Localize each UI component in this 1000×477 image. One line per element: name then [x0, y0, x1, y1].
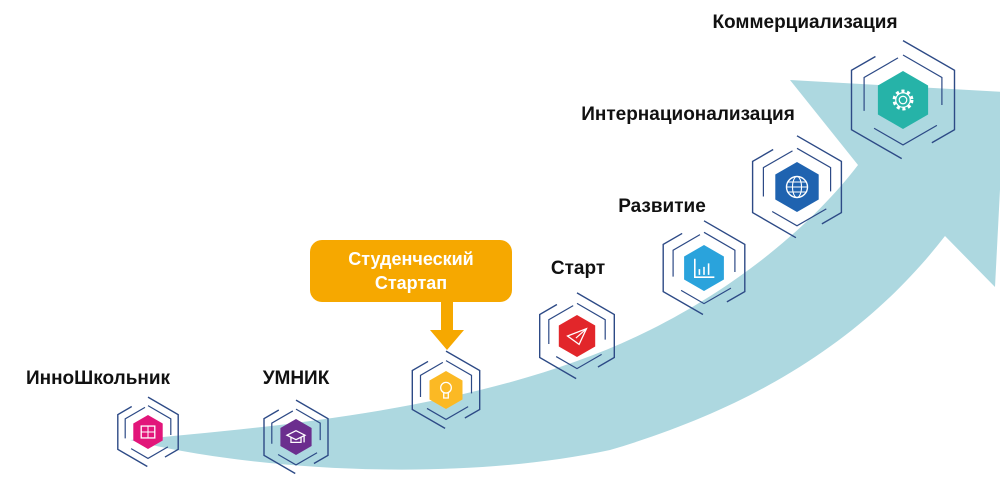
- inner-hex-frame: [419, 359, 473, 421]
- stage-node: [539, 292, 615, 380]
- inner-hex-frame: [863, 54, 943, 146]
- lightbulb-icon: [440, 381, 452, 399]
- callout-line-1: Студенческий: [348, 249, 474, 269]
- stage-hexagon: [280, 419, 312, 455]
- outer-hex-frame: [263, 399, 329, 475]
- stage-node: [751, 134, 843, 240]
- inner-hex-frame: [124, 404, 172, 460]
- inner-hex-frame: [548, 302, 606, 370]
- globe-icon: [785, 175, 809, 199]
- stage-node: [850, 39, 956, 161]
- student-startup-callout: Студенческий Стартап: [310, 240, 512, 302]
- callout-line-2: Стартап: [374, 273, 448, 293]
- stage-label-umnik: УМНИК: [262, 368, 330, 389]
- growth-arrow: [130, 80, 1000, 470]
- outer-hex-frame: [850, 39, 956, 161]
- stage-label-innoshkolnik: ИнноШкольник: [25, 368, 171, 389]
- stage-hexagon: [877, 71, 929, 129]
- stage-node: [662, 219, 746, 316]
- outer-hex-frame: [539, 292, 615, 380]
- stage-hexagon: [558, 315, 596, 357]
- stage-node: [411, 350, 481, 430]
- gear-icon: [892, 89, 914, 111]
- stage-label-razvitie: Развитие: [618, 196, 706, 217]
- paper-plane-icon: [566, 327, 588, 346]
- cube-icon: [140, 425, 156, 439]
- outer-hex-frame: [411, 350, 481, 430]
- graduation-cap-icon: [285, 429, 307, 444]
- inner-hex-frame: [271, 408, 321, 466]
- inner-hex-frame: [762, 147, 832, 227]
- stage-node: [263, 399, 329, 475]
- stage-hexagon: [429, 371, 463, 409]
- inner-hex-frame: [672, 231, 736, 305]
- outer-hex-frame: [751, 134, 843, 240]
- stage-label-commercialization: Коммерциализация: [712, 12, 898, 33]
- stage-label-internationalization: Интернационализация: [581, 104, 795, 125]
- bar-chart-icon: [694, 258, 715, 278]
- stage-node: [117, 396, 179, 468]
- outer-hex-frame: [117, 396, 179, 468]
- outer-hex-frame: [662, 219, 746, 316]
- stage-label-start: Старт: [550, 258, 606, 279]
